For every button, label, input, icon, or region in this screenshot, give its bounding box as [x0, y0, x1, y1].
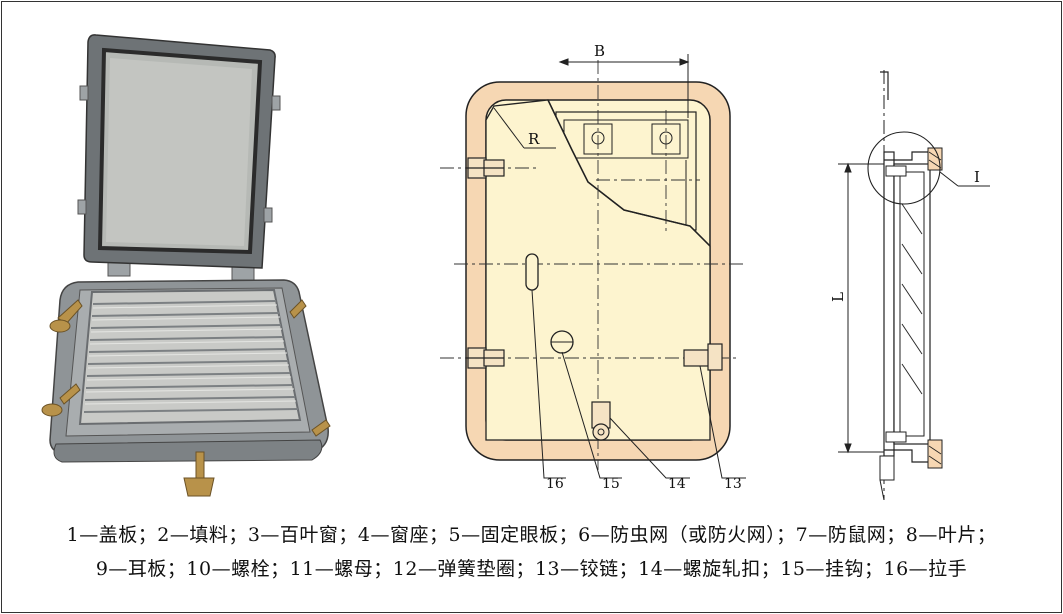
detail-i-label: I	[974, 168, 980, 186]
dimension-b-label: B	[594, 42, 605, 60]
callout-14: 14	[668, 476, 686, 492]
left-clamps	[466, 157, 505, 369]
louver-slats	[83, 300, 299, 413]
callout-16: 16	[546, 476, 564, 492]
callout-leaders	[531, 289, 746, 479]
wing-screws	[41, 299, 331, 497]
callout-13: 13	[724, 476, 742, 492]
louver-base	[49, 279, 329, 463]
front-view-drawing: B R 16 15	[440, 42, 746, 492]
legend-line-1: 1—盖板；2—填料；3—百叶窗；4—窗座；5—固定眼板；6—防虫网（或防火网）；…	[66, 524, 997, 546]
side-section-drawing: I L	[829, 70, 990, 500]
dimension-l-label: L	[829, 292, 847, 302]
ventilator-photo	[41, 34, 331, 497]
callout-15: 15	[602, 476, 620, 492]
radius-r-label: R	[528, 130, 540, 148]
figure-drawing: B R 16 15	[41, 34, 990, 500]
open-lid	[77, 34, 281, 269]
legend-line-2: 9—耳板；10—螺栓；11—螺母；12—弹簧垫圈；13—铰链；14—螺旋轧扣；1…	[95, 558, 968, 580]
